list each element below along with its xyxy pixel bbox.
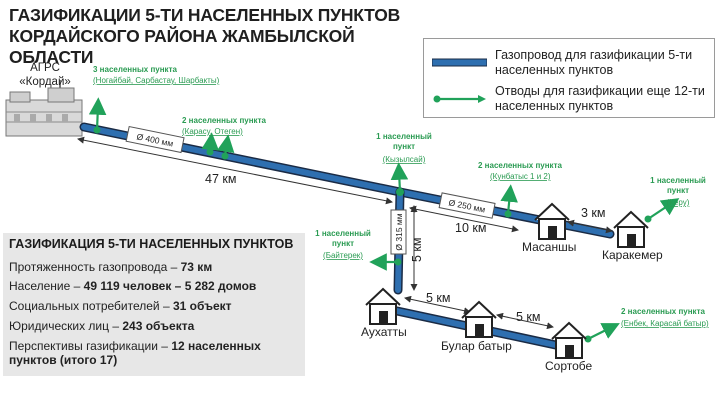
distance-5km-a: 5 км: [404, 291, 471, 315]
page-title: ГАЗИФИКАЦИИ 5-ТИ НАСЕЛЕННЫХ ПУНКТОВ КОРД…: [9, 5, 419, 68]
branch-label-7-title: 2 населенных пункта: [621, 307, 705, 316]
title-line-2: КОРДАЙСКОГО РАЙОНА ЖАМБЫЛСКОЙ ОБЛАСТИ: [9, 26, 355, 67]
branch-label-5-names: (Керу): [667, 198, 690, 207]
svg-text:10 км: 10 км: [455, 221, 486, 235]
branch-label-5-title2: пункт: [667, 186, 689, 195]
pipe-label-d315: Ø 315 мм: [390, 209, 407, 255]
house-icon: [365, 202, 649, 359]
pipeline-legend-swatch: [432, 58, 487, 67]
info-length: Протяженность газопровода – 73 км: [9, 260, 213, 274]
branch-label-1-title: 3 населенных пункта: [93, 65, 177, 74]
svg-text:5 км: 5 км: [426, 291, 451, 305]
branch-label-6-title2: пункт: [332, 239, 354, 248]
info-population: Население – 49 119 человек – 5 282 домов: [9, 279, 257, 293]
branch-label-3-title1: 1 населенный: [376, 132, 432, 141]
branch-legend-swatch: [433, 95, 486, 103]
info-panel: ГАЗИФИКАЦИЯ 5-ТИ НАСЕЛЕННЫХ ПУНКТОВ Прот…: [3, 233, 305, 376]
info-prospects: Перспективы газификации – 12 населенных …: [9, 339, 261, 367]
pipe-label-d400: Ø 400 мм: [125, 125, 185, 154]
branch-label-4-title: 2 населенных пункта: [478, 161, 562, 170]
distance-3km: 3 км: [567, 206, 613, 234]
branch-label-6-names: (Байтерек): [323, 251, 363, 260]
label-aukhatty: Аухатты: [361, 325, 407, 339]
legend-item-pipeline: Газопровод для газификации 5-ти населенн…: [432, 48, 715, 78]
agrs-station-icon: [5, 80, 83, 137]
branch-label-1-names: (Ногайбай, Сарбастау, Шарбакты): [93, 76, 220, 85]
distance-47km: 47 км: [77, 136, 393, 205]
branch-label-7-names: (Енбек, Карасай батыр): [621, 319, 709, 328]
branch-label-6-title1: 1 населенный: [315, 229, 371, 238]
info-legal: Юридических лиц – 243 объекта: [9, 319, 195, 333]
info-title: ГАЗИФИКАЦИЯ 5-ТИ НАСЕЛЕННЫХ ПУНКТОВ: [9, 237, 294, 251]
svg-text:5 км: 5 км: [516, 310, 541, 324]
station-label-2: «Кордай»: [19, 76, 71, 88]
branch-label-3-title2: пункт: [393, 142, 415, 151]
svg-text:5 км: 5 км: [410, 238, 424, 263]
branch-label-3-names: (Кызылсай): [383, 155, 426, 164]
svg-text:Ø 315 мм: Ø 315 мм: [394, 213, 404, 250]
legend: Газопровод для газификации 5-ти населенн…: [423, 38, 715, 118]
legend-pipeline-text: Газопровод для газификации 5-ти населенн…: [495, 48, 693, 77]
branch-label-4-names: (Кунбатыс 1 и 2): [490, 172, 551, 181]
title-line-1: ГАЗИФИКАЦИИ 5-ТИ НАСЕЛЕННЫХ ПУНКТОВ: [9, 5, 401, 25]
label-masanshy: Масаншы: [522, 240, 576, 254]
distance-5km-b: 5 км: [496, 310, 554, 330]
branch-label-2-title: 2 населенных пункта: [182, 116, 266, 125]
station-label-1: АГРС: [30, 62, 60, 74]
label-bular: Булар батыр: [441, 339, 512, 353]
branch-label-5-title1: 1 населенный: [650, 176, 706, 185]
branch-labels: 3 населенных пункта (Ногайбай, Сарбастау…: [93, 65, 709, 328]
legend-branches-text: Отводы для газификации еще 12-ти населен…: [495, 84, 705, 113]
info-social: Социальных потребителей – 31 объект: [9, 299, 232, 313]
legend-item-branches: Отводы для газификации еще 12-ти населен…: [432, 84, 715, 114]
branch-arrows: [88, 97, 680, 343]
svg-text:3 км: 3 км: [581, 206, 606, 220]
distance-10km: 10 км: [409, 205, 519, 235]
label-karakemer: Каракемер: [602, 248, 663, 262]
label-sortobe: Сортобе: [545, 359, 593, 373]
pipe-label-d250: Ø 250 мм: [438, 192, 496, 219]
branch-label-2-names: (Карасу, Отеген): [182, 127, 243, 136]
distance-5km-vertical: 5 км: [410, 205, 424, 291]
svg-text:47 км: 47 км: [205, 172, 236, 186]
